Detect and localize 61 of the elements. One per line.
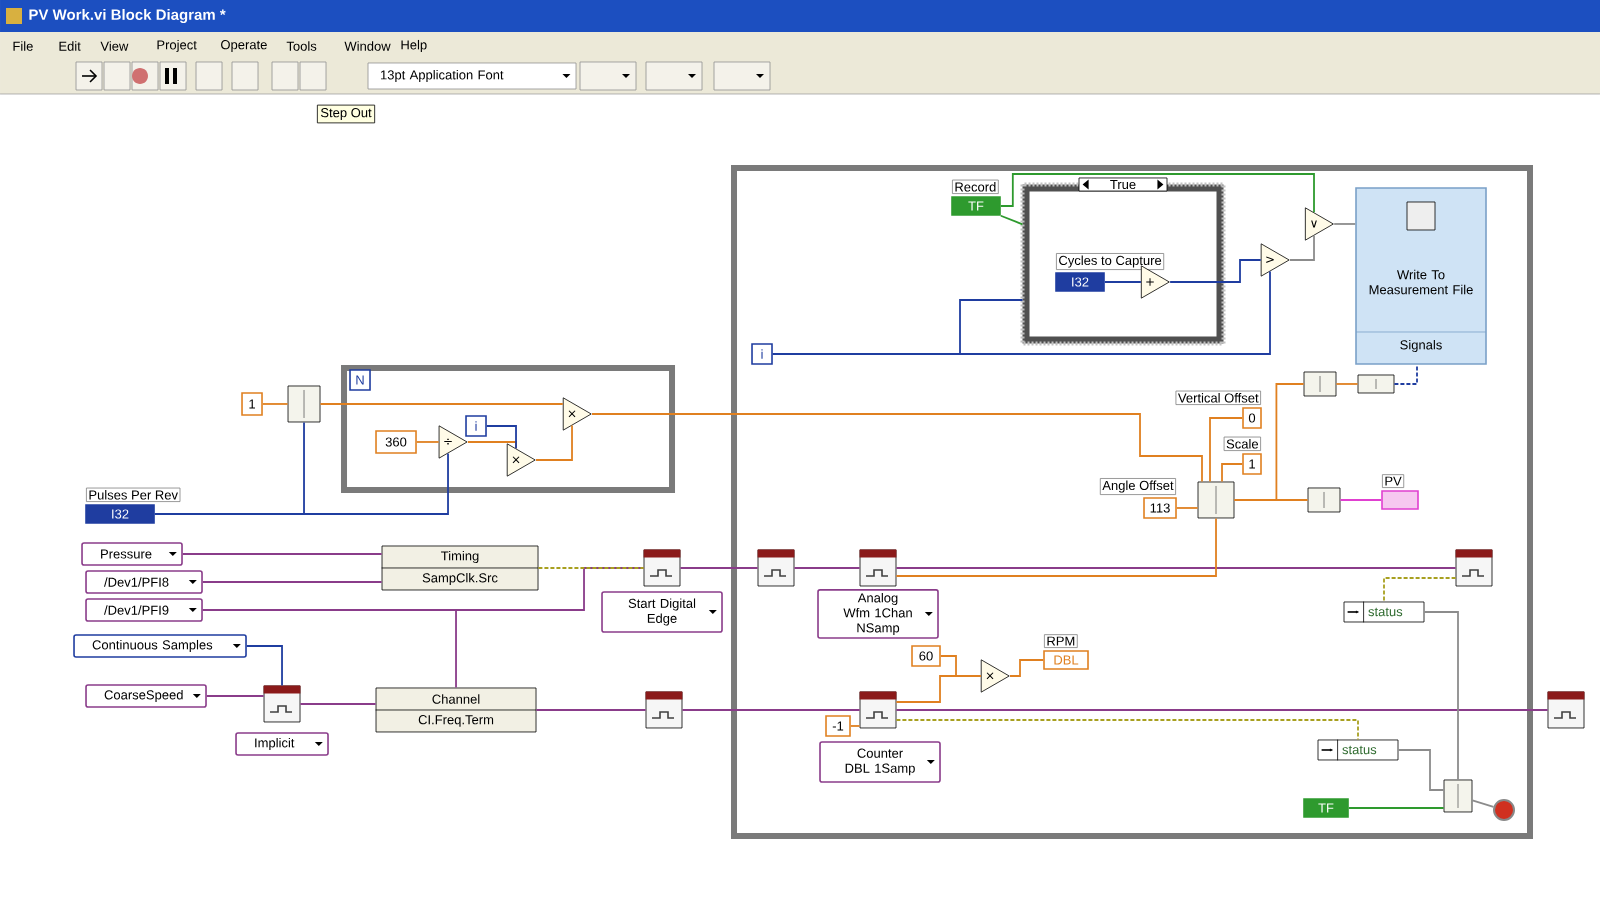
wire [1209, 417, 1244, 483]
wire [1175, 507, 1199, 509]
wire [1221, 463, 1244, 483]
stop-button [1493, 799, 1515, 821]
wire [299, 703, 377, 705]
wire [181, 553, 383, 555]
wire [771, 270, 1271, 355]
wire [485, 425, 517, 450]
wire [849, 725, 861, 727]
wire [205, 695, 265, 697]
vi-icon [859, 549, 897, 587]
wire [895, 709, 1549, 711]
wire [999, 173, 1315, 214]
wire [895, 719, 1359, 741]
wire [153, 452, 449, 515]
wire [535, 709, 647, 711]
wire [591, 413, 1203, 483]
wire [1103, 281, 1142, 283]
vi-icon [757, 549, 795, 587]
wire [415, 441, 440, 443]
wire [1397, 749, 1445, 791]
vi-icon [1547, 691, 1585, 729]
function-box [1303, 371, 1337, 397]
function-box [1307, 487, 1341, 513]
wire [1423, 611, 1459, 781]
function-box [1443, 779, 1473, 813]
wire [681, 709, 861, 711]
wire [1289, 234, 1315, 261]
wire [261, 403, 289, 405]
wire [1339, 499, 1383, 501]
wire [201, 581, 383, 583]
wire [319, 403, 564, 405]
wire [895, 675, 982, 703]
wire [1383, 577, 1457, 603]
wire [1009, 659, 1045, 677]
vi-icon [645, 691, 683, 729]
wire [535, 424, 573, 461]
wire [1169, 259, 1262, 283]
vi-icon [1455, 549, 1493, 587]
wire [1335, 383, 1359, 385]
wire [245, 645, 283, 687]
wire [1471, 799, 1495, 808]
function-box [287, 385, 321, 423]
wire [679, 567, 759, 569]
wire [1393, 363, 1418, 385]
wire [999, 214, 1024, 226]
vi-icon [263, 685, 301, 723]
wire [793, 567, 861, 569]
wire [537, 567, 645, 569]
function-box [1357, 374, 1395, 394]
vi-icon [643, 549, 681, 587]
loop-frame [341, 365, 675, 493]
loop-frame [731, 165, 1533, 839]
wire [1347, 807, 1445, 809]
wire [201, 609, 457, 689]
wire [1333, 223, 1357, 225]
wire [1233, 499, 1309, 501]
wire [895, 517, 1217, 577]
wire [895, 567, 1457, 569]
vi-icon [859, 691, 897, 729]
function-box [1197, 481, 1235, 519]
